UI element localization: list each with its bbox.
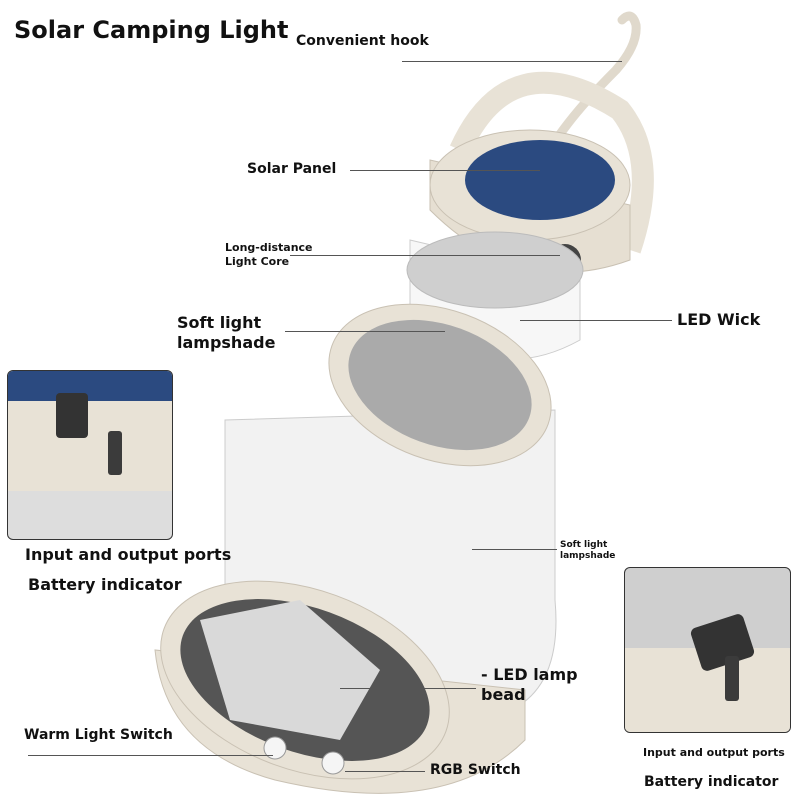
leader-line: [345, 771, 425, 772]
label-solar-panel: Solar Panel: [247, 161, 337, 177]
leader-line: [290, 255, 560, 256]
label-lampshade-small-line2: lampshade: [560, 551, 616, 561]
label-led-bead-line1: - LED lamp: [481, 665, 578, 684]
battery-indicator-icon: [108, 431, 122, 475]
label-led-bead-line2: bead: [481, 685, 526, 704]
label-lampshade-line1: Soft light: [177, 313, 262, 332]
rgb-switch-button: [321, 751, 345, 775]
label-rgb-switch: RGB Switch: [430, 762, 521, 778]
label-hook: Convenient hook: [296, 33, 429, 49]
page-title: Solar Camping Light: [14, 16, 289, 44]
leader-line: [340, 688, 476, 689]
label-lampshade-line2: lampshade: [177, 333, 276, 352]
label-ports-left: Input and output ports: [25, 545, 232, 564]
warm-light-switch-button: [263, 736, 287, 760]
inset-solar-panel: [8, 371, 172, 401]
label-warm-light-switch: Warm Light Switch: [24, 727, 173, 743]
leader-line: [472, 549, 557, 550]
solar-panel-cap: [429, 129, 631, 276]
usb-cover: [56, 393, 88, 438]
label-light-core-line2: Light Core: [225, 255, 290, 268]
label-ports-right: Input and output ports: [643, 746, 785, 759]
led-board: [200, 600, 380, 740]
label-lampshade-small-line1: Soft light: [560, 540, 608, 550]
label-light-core-line1: Long-distance: [225, 241, 313, 254]
right-detail-inset: [624, 567, 791, 733]
solar-panel: [465, 140, 615, 220]
leader-line: [285, 331, 445, 332]
left-detail-inset: [7, 370, 173, 540]
label-led-wick: LED Wick: [677, 310, 761, 329]
leader-line: [402, 61, 622, 62]
label-battery-right: Battery indicator: [644, 774, 779, 790]
battery-indicator-icon: [725, 656, 739, 701]
leader-line: [28, 755, 273, 756]
leader-line: [350, 170, 540, 171]
leader-line: [520, 320, 672, 321]
label-battery-left: Battery indicator: [28, 575, 182, 594]
